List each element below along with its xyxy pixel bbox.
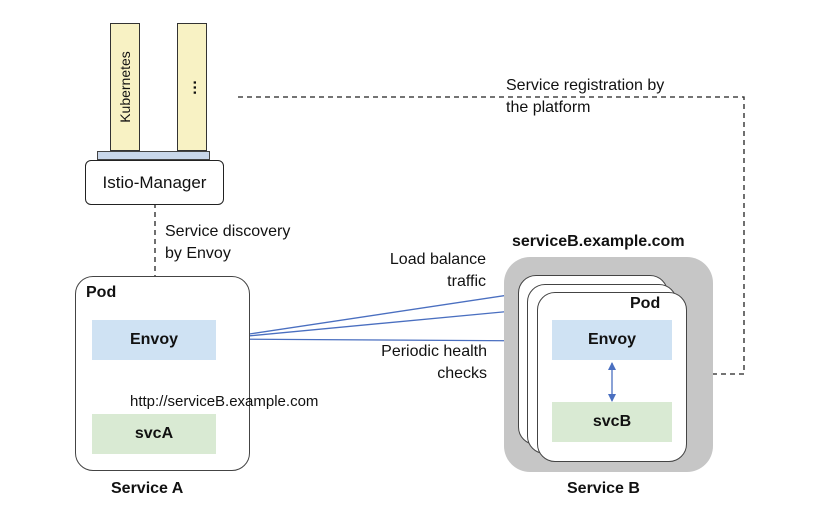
kubernetes-bar: Kubernetes xyxy=(110,23,140,151)
kubernetes-label: Kubernetes xyxy=(117,51,133,123)
service-b-caption: Service B xyxy=(567,480,640,497)
lb-arrow-2 xyxy=(215,305,535,340)
load-balance-text: Load balance traffic xyxy=(389,251,486,290)
svcb-box: svcB xyxy=(552,402,672,442)
lb-arrow-3 xyxy=(215,336,551,345)
service-registration-text: Service registration by the platform xyxy=(506,77,665,116)
service-b-pod-label: Pod xyxy=(630,295,661,312)
service-url-text: http://serviceB.example.com xyxy=(130,393,319,410)
svca-box: svcA xyxy=(92,414,216,454)
service-a-caption: Service A xyxy=(111,480,184,497)
registration-dashed-line xyxy=(238,96,745,375)
service-discovery-text: Service discovery by Envoy xyxy=(165,223,291,262)
service-b-domain: serviceB.example.com xyxy=(512,233,685,250)
service-a-envoy: Envoy xyxy=(92,320,216,360)
istio-manager-box: Istio-Manager xyxy=(85,160,224,205)
lb-arrow-1 xyxy=(215,290,523,340)
svcb-envoy-arrow xyxy=(608,362,616,402)
other-platform-bar: … xyxy=(177,23,207,151)
service-a-pod-label: Pod xyxy=(86,284,117,301)
other-platform-label: … xyxy=(183,78,200,96)
istio-manager-label: Istio-Manager xyxy=(102,172,207,192)
service-b-envoy: Envoy xyxy=(552,320,672,360)
health-checks-text: Periodic health checks xyxy=(381,343,487,382)
platform-base xyxy=(97,151,210,160)
